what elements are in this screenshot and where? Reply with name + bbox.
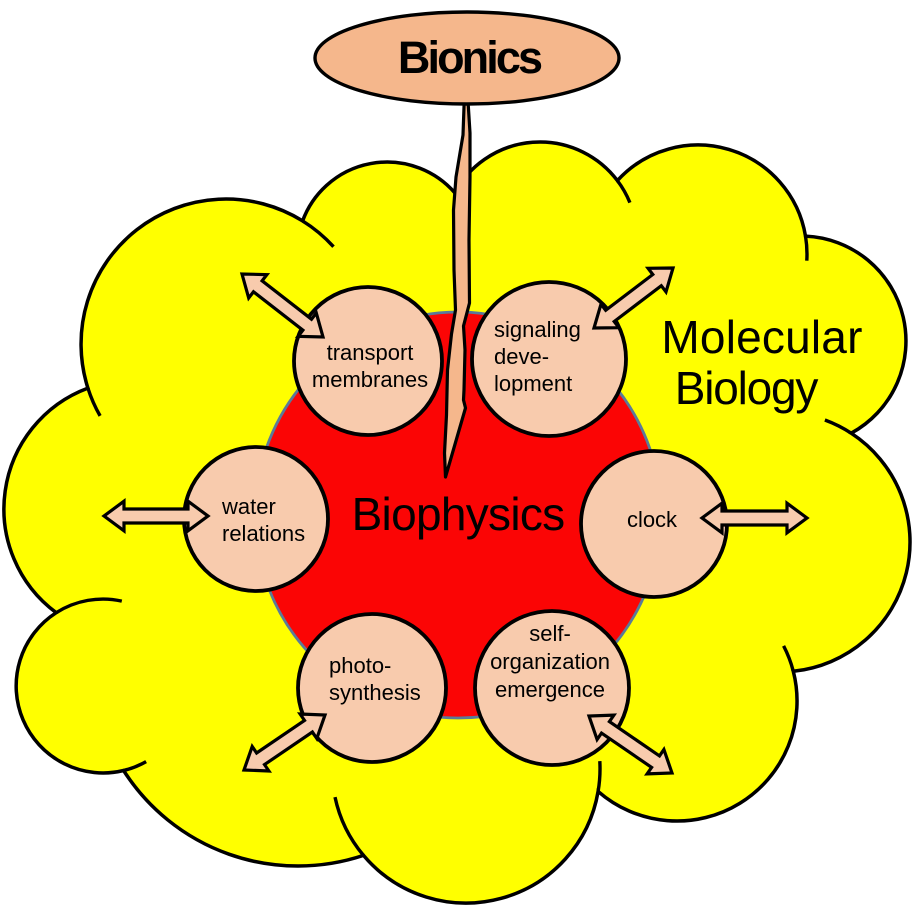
svg-text:Biology: Biology bbox=[675, 362, 819, 414]
svg-text:self-: self- bbox=[529, 621, 571, 646]
svg-text:relations: relations bbox=[222, 521, 305, 546]
svg-text:signaling: signaling bbox=[494, 317, 581, 342]
svg-text:Biophysics: Biophysics bbox=[352, 488, 565, 540]
svg-text:water: water bbox=[221, 494, 276, 519]
svg-text:membranes: membranes bbox=[312, 367, 428, 392]
svg-text:photo-: photo- bbox=[329, 653, 391, 678]
svg-text:lopment: lopment bbox=[494, 371, 572, 396]
svg-text:transport: transport bbox=[327, 340, 414, 365]
svg-text:emergence: emergence bbox=[495, 677, 605, 702]
svg-text:Molecular: Molecular bbox=[661, 311, 862, 363]
svg-text:deve-: deve- bbox=[494, 344, 549, 369]
svg-text:synthesis: synthesis bbox=[329, 680, 421, 705]
svg-text:clock: clock bbox=[627, 507, 678, 532]
svg-text:organization: organization bbox=[490, 649, 610, 674]
svg-text:Bionics: Bionics bbox=[398, 32, 542, 83]
